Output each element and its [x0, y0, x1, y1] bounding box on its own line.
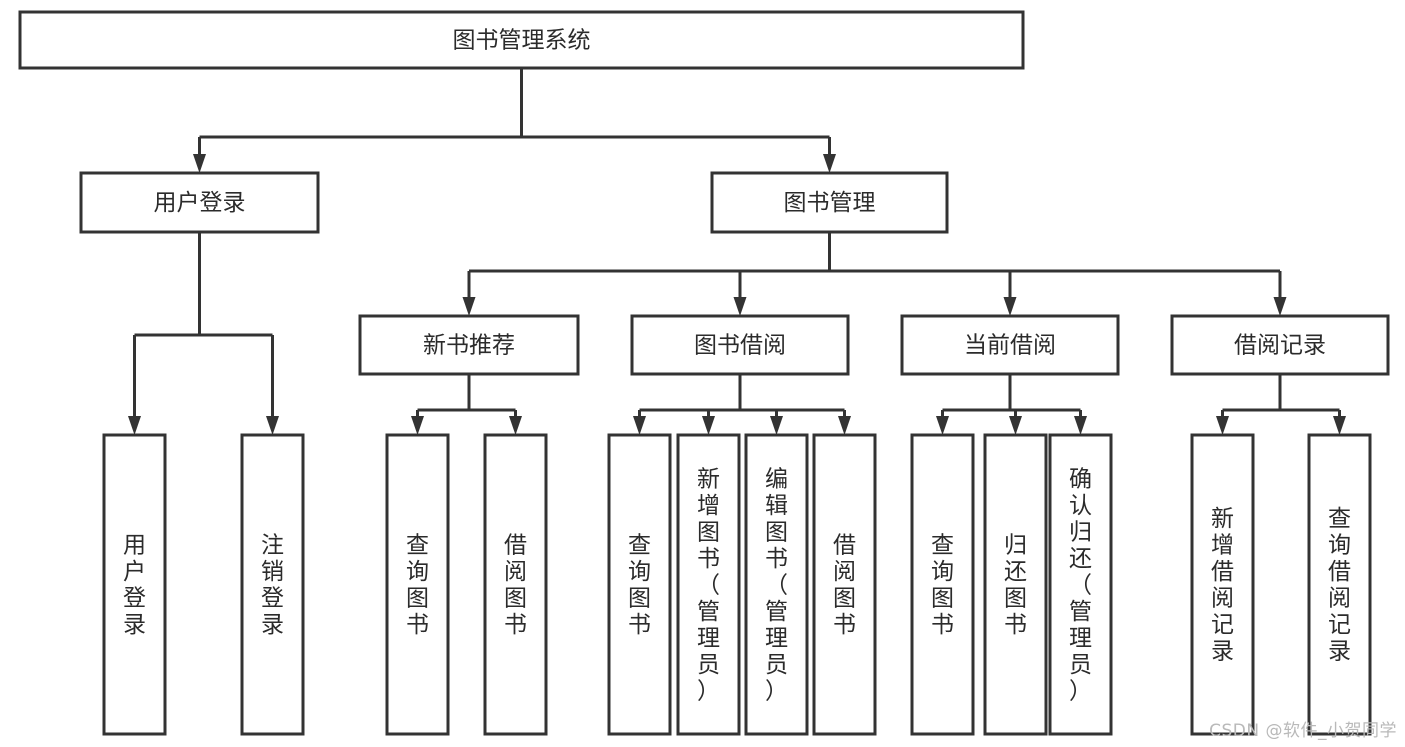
arrow-head-icon: [462, 297, 476, 316]
arrow-head-icon: [633, 416, 646, 435]
node-box: [1048, 433, 1113, 736]
node-leaf-query-book-3[interactable]: 查询图书: [910, 433, 975, 736]
node-label: 借阅图书: [833, 533, 856, 639]
node-leaf-confirm-return[interactable]: 确认归还（管理员）: [1048, 433, 1113, 736]
connector-group-user-login: [128, 232, 279, 435]
arrow-head-icon: [838, 416, 851, 435]
node-label: 查询图书: [628, 533, 651, 639]
node-box: [676, 433, 741, 736]
node-root[interactable]: 图书管理系统: [18, 10, 1025, 70]
node-label: 归还图书: [1004, 533, 1027, 639]
arrow-head-icon: [509, 416, 522, 435]
node-box: [900, 314, 1120, 376]
node-box: [483, 433, 548, 736]
node-label: 注销登录: [261, 533, 284, 639]
node-leaf-return-book[interactable]: 归还图书: [983, 433, 1048, 736]
arrow-head-icon: [1216, 416, 1229, 435]
connector-group-book-manage: [462, 232, 1287, 316]
arrow-head-icon: [702, 416, 715, 435]
node-box: [910, 433, 975, 736]
node-leaf-query-book-2[interactable]: 查询图书: [607, 433, 672, 736]
node-label: 当前借阅: [964, 333, 1056, 359]
arrow-head-icon: [1003, 297, 1017, 316]
arrow-head-icon: [733, 297, 747, 316]
node-leaf-add-record[interactable]: 新增借阅记录: [1190, 433, 1255, 736]
node-box: [358, 314, 580, 376]
node-box: [1170, 314, 1390, 376]
connector-group-book-borrow: [633, 374, 851, 435]
node-box: [983, 433, 1048, 736]
node-label: 新增图书（管理员）: [697, 466, 720, 704]
connector-group-borrow-record: [1216, 374, 1346, 435]
node-label: 用户登录: [154, 190, 246, 216]
arrow-head-icon: [266, 416, 279, 435]
node-label: 借阅记录: [1234, 333, 1326, 359]
node-box: [744, 433, 809, 736]
node-box: [1307, 433, 1372, 736]
node-leaf-borrow-book-2[interactable]: 借阅图书: [812, 433, 877, 736]
node-label: 用户登录: [123, 533, 146, 639]
node-leaf-borrow-book-1[interactable]: 借阅图书: [483, 433, 548, 736]
node-label: 编辑图书（管理员）: [765, 466, 788, 704]
arrow-head-icon: [193, 154, 206, 173]
node-box: [710, 171, 949, 234]
node-label: 新书推荐: [423, 333, 515, 359]
node-book-manage[interactable]: 图书管理: [710, 171, 949, 234]
arrow-head-icon: [1074, 416, 1087, 435]
arrow-head-icon: [1333, 416, 1346, 435]
node-box: [1190, 433, 1255, 736]
node-leaf-user-logout[interactable]: 注销登录: [240, 433, 305, 736]
node-current-borrow[interactable]: 当前借阅: [900, 314, 1120, 376]
arrow-head-icon: [936, 416, 949, 435]
node-label: 新增借阅记录: [1211, 506, 1234, 665]
arrow-head-icon: [411, 416, 424, 435]
connector-layer: [128, 68, 1346, 435]
node-box: [630, 314, 850, 376]
node-label: 图书管理系统: [453, 28, 591, 54]
node-box: [102, 433, 167, 736]
arrow-head-icon: [1273, 297, 1287, 316]
node-leaf-add-book[interactable]: 新增图书（管理员）: [676, 433, 741, 736]
node-borrow-record[interactable]: 借阅记录: [1170, 314, 1390, 376]
node-box: [240, 433, 305, 736]
node-box: [385, 433, 450, 736]
node-box: [18, 10, 1025, 70]
arrow-head-icon: [128, 416, 141, 435]
node-label: 查询图书: [931, 533, 954, 639]
node-leaf-query-record[interactable]: 查询借阅记录: [1307, 433, 1372, 736]
arrow-head-icon: [1009, 416, 1022, 435]
node-box: [607, 433, 672, 736]
node-book-borrow[interactable]: 图书借阅: [630, 314, 850, 376]
node-new-book-rec[interactable]: 新书推荐: [358, 314, 580, 376]
node-leaf-edit-book[interactable]: 编辑图书（管理员）: [744, 433, 809, 736]
node-leaf-user-login[interactable]: 用户登录: [102, 433, 167, 736]
node-label: 查询借阅记录: [1328, 506, 1351, 665]
node-user-login[interactable]: 用户登录: [79, 171, 320, 234]
node-label: 图书借阅: [694, 333, 786, 359]
node-label: 查询图书: [406, 533, 429, 639]
connector-group-root: [193, 68, 836, 173]
node-box: [812, 433, 877, 736]
node-label: 确认归还（管理员）: [1069, 466, 1092, 704]
arrow-head-icon: [823, 154, 836, 173]
node-leaf-query-book-1[interactable]: 查询图书: [385, 433, 450, 736]
node-label: 图书管理: [784, 190, 876, 216]
arrow-head-icon: [770, 416, 783, 435]
connector-group-new-book-rec: [411, 374, 522, 435]
node-layer: 图书管理系统用户登录图书管理新书推荐图书借阅当前借阅借阅记录用户登录注销登录查询…: [18, 10, 1390, 736]
node-label: 借阅图书: [504, 533, 527, 639]
node-box: [79, 171, 320, 234]
connector-group-current-borrow: [936, 374, 1087, 435]
